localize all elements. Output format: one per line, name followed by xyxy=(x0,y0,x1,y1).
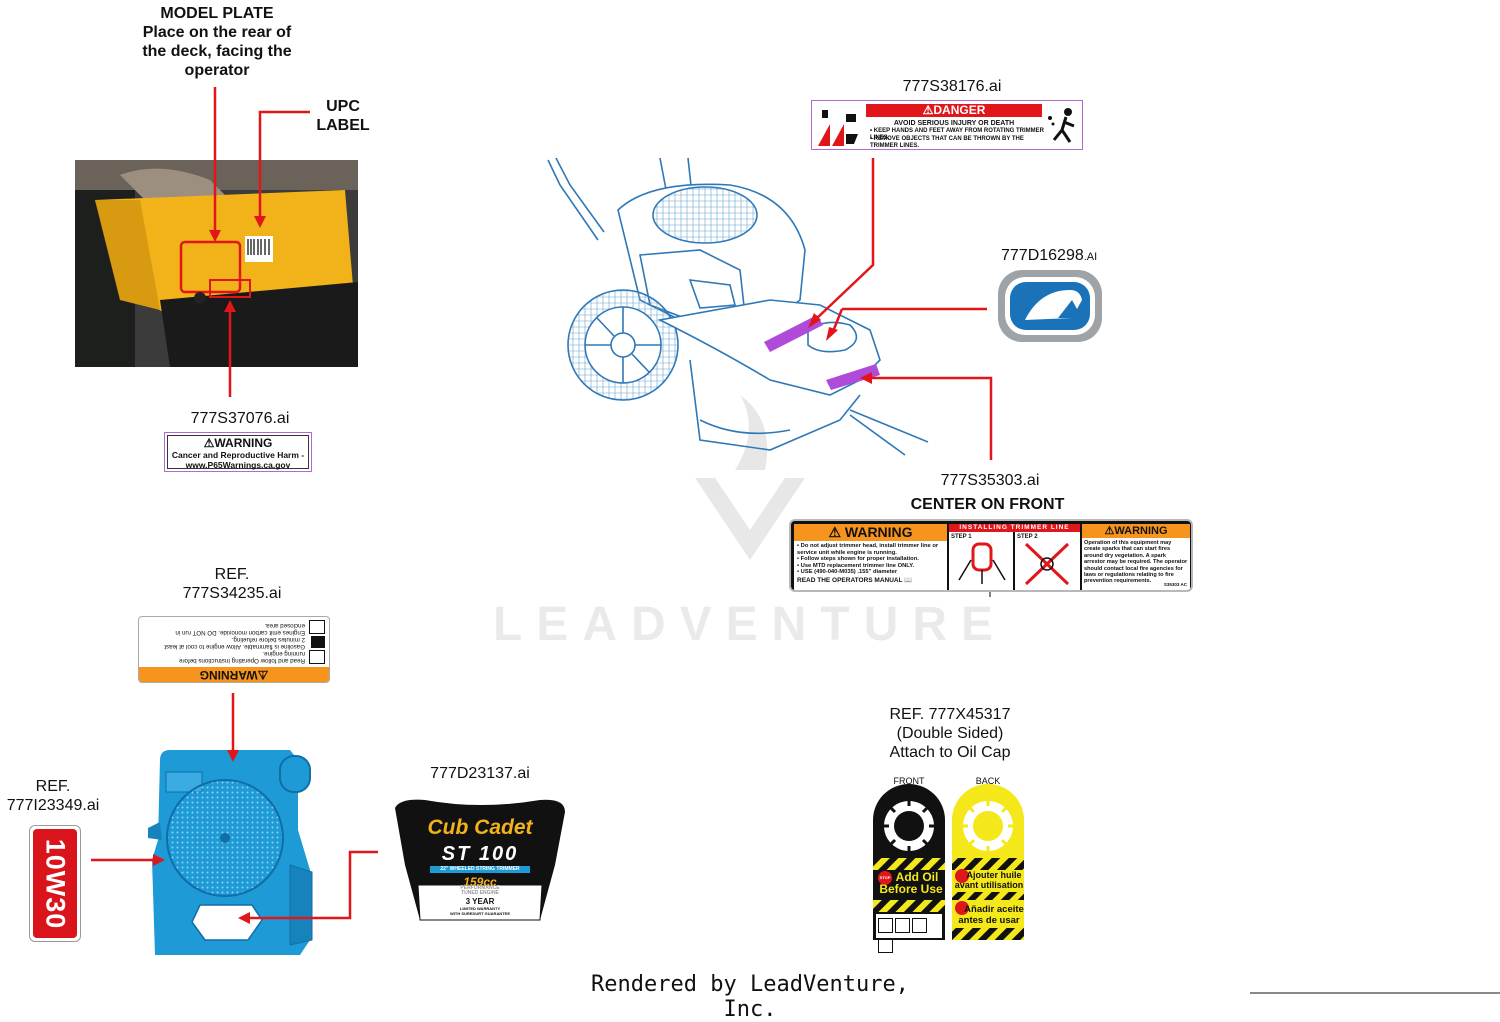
oil-tag-front-label: FRONT xyxy=(873,776,945,786)
installing-line-title: INSTALLING TRIMMER LINE xyxy=(949,524,1080,532)
oil-tag-es-line-2: antes de usar xyxy=(954,915,1024,926)
engine-warning-triangle-icon: ⚠ xyxy=(258,668,269,682)
cub-cadet-logo-text: Cub Cadet xyxy=(408,816,552,840)
model-plate-line-2: the deck, facing the xyxy=(117,42,317,61)
upc-line-1: UPC xyxy=(303,97,383,116)
step-1-illustration xyxy=(951,540,1013,590)
x45317-attach: Attach to Oil Cap xyxy=(860,743,1040,762)
step-2-illustration xyxy=(1016,540,1078,590)
danger-triangle-icon: ⚠ xyxy=(923,103,934,117)
x45317-ref: REF. 777X45317 xyxy=(860,705,1040,724)
center-on-front-callout: CENTER ON FRONT xyxy=(890,495,1085,514)
front-warning-code: S35303 AC xyxy=(1164,581,1187,589)
oil-tag-front-shape xyxy=(873,784,945,940)
oil-tag-pictograms xyxy=(878,918,940,934)
x45317-sided: (Double Sided) xyxy=(860,724,1040,743)
front-left-line-2: service unit while engine is running. xyxy=(797,550,944,557)
engine-warning-line-2: running engine. xyxy=(141,650,305,657)
s34235-ref: REF. xyxy=(162,565,302,584)
hand-foot-hazard-icon xyxy=(816,104,864,147)
front-left-line-3: • Follow steps shown for proper installa… xyxy=(797,556,944,563)
i23349-callout: REF. 777I23349.ai xyxy=(0,777,106,815)
s37076-callout: 777S37076.ai xyxy=(170,409,310,428)
s34235-code: 777S34235.ai xyxy=(162,584,302,603)
upc-callout: UPC LABEL xyxy=(303,97,383,135)
s38176-callout: 777S38176.ai xyxy=(882,77,1022,96)
model-plate-line-1: Place on the rear of xyxy=(117,23,317,42)
danger-decal: ⚠DANGER AVOID SERIOUS INJURY OR DEATH • … xyxy=(811,100,1083,150)
oil-tag-fr-line-1: Ajouter huile xyxy=(954,870,1024,880)
engine-warning-line-5: Engines emit carbon monoxide. DO NOT run… xyxy=(141,629,305,636)
warning-triangle-icon: ⚠ xyxy=(204,436,215,450)
engine-warning-decal: ⚠WARNING Read and follow Operating Instr… xyxy=(138,616,330,683)
manual-book-icon: 📖 xyxy=(904,577,912,584)
oil-tag-back-label: BACK xyxy=(952,776,1024,786)
engine-warning-line-1: Read and follow Operating Instructions b… xyxy=(141,657,305,664)
engine-warning-line-6: enclosed area. xyxy=(141,622,305,629)
cub-warranty-line-2: WITH SUREDURT GUARANTEE xyxy=(430,911,530,916)
d23137-callout: 777D23137.ai xyxy=(410,764,550,783)
i23349-ref: REF. xyxy=(0,777,106,796)
oil-tag-es-line-1: Añadir aceite xyxy=(954,904,1024,915)
footer-credit: Rendered by LeadVenture, Inc. xyxy=(560,972,940,1022)
d16298-callout-ext: .AI xyxy=(1084,251,1097,263)
front-left-line-4: • Use MTD replacement trimmer line ONLY. xyxy=(797,563,944,570)
front-right-line-4: arrestor may be required. The operator xyxy=(1084,559,1188,565)
cub-model-text: ST 100 xyxy=(408,843,552,866)
upc-line-2: LABEL xyxy=(303,116,383,135)
front-warning-right-title: WARNING xyxy=(1114,525,1167,537)
danger-bullet-2: • REMOVE OBJECTS THAT CAN BE THROWN BY T… xyxy=(870,136,1046,150)
engine-drawing xyxy=(148,750,312,955)
read-manual-text: READ THE OPERATORS MANUAL xyxy=(797,577,902,584)
cub-engine-line-2: TUNED ENGINE xyxy=(430,891,530,896)
front-left-line-1: • Do not adjust trimmer head, install tr… xyxy=(797,543,944,550)
d16298-callout: 777D16298.AI xyxy=(1001,246,1111,267)
thrown-object-icon xyxy=(1044,104,1080,147)
cub-subtitle: 22" WHEELED STRING TRIMMER xyxy=(430,866,530,873)
model-plate-line-3: operator xyxy=(117,61,317,80)
front-left-line-5: • USE (490-040-M035) .155" diameter xyxy=(797,569,944,576)
trimmer-drawing xyxy=(548,158,928,455)
s35303-callout: 777S35303.ai xyxy=(920,471,1060,490)
warning-triangle-icon-right: ⚠ xyxy=(1104,525,1114,537)
engine-warning-line-3: Gasoline is flammable. Allow engine to c… xyxy=(141,643,305,650)
engine-warning-title: WARNING xyxy=(200,668,258,682)
front-warning-decal: ⚠ WARNING • Do not adjust trimmer head, … xyxy=(789,519,1193,592)
s34235-callout: REF. 777S34235.ai xyxy=(162,565,302,603)
prop65-title: WARNING xyxy=(214,436,272,450)
danger-subtitle: AVOID SERIOUS INJURY OR DEATH xyxy=(866,120,1042,128)
prop65-decal: ⚠WARNING Cancer and Reproductive Harm - … xyxy=(164,432,312,472)
danger-title: DANGER xyxy=(933,103,985,117)
engine-warning-line-4: 2 minutes before refueling. xyxy=(141,636,305,643)
i23349-code: 777I23349.ai xyxy=(0,796,106,815)
oil-tag-front-line-2: Before Use xyxy=(876,883,946,895)
warning-triangle-icon-left: ⚠ xyxy=(828,524,841,540)
x45317-callout: REF. 777X45317 (Double Sided) Attach to … xyxy=(860,705,1040,762)
prop65-line-2: www.P65Warnings.ca.gov xyxy=(168,460,308,470)
engine-warning-icons xyxy=(307,618,325,664)
oil-type-text: 10W30 xyxy=(40,838,71,929)
cub-warranty-text: 3 YEAR xyxy=(430,898,530,906)
front-warning-left-title: WARNING xyxy=(845,524,913,540)
oil-tag-fr-line-2: avant utilisation xyxy=(954,880,1024,890)
deck-photo xyxy=(75,160,358,367)
model-plate-callout: MODEL PLATE Place on the rear of the dec… xyxy=(117,4,317,80)
prop65-line-1: Cancer and Reproductive Harm - xyxy=(168,450,308,460)
d16298-badge xyxy=(998,270,1102,342)
d16298-callout-main: 777D16298 xyxy=(1001,247,1084,264)
watermark-text: LEADVENTURE xyxy=(480,597,1020,652)
model-plate-title: MODEL PLATE xyxy=(117,4,317,23)
oil-type-decal: 10W30 xyxy=(29,825,81,942)
